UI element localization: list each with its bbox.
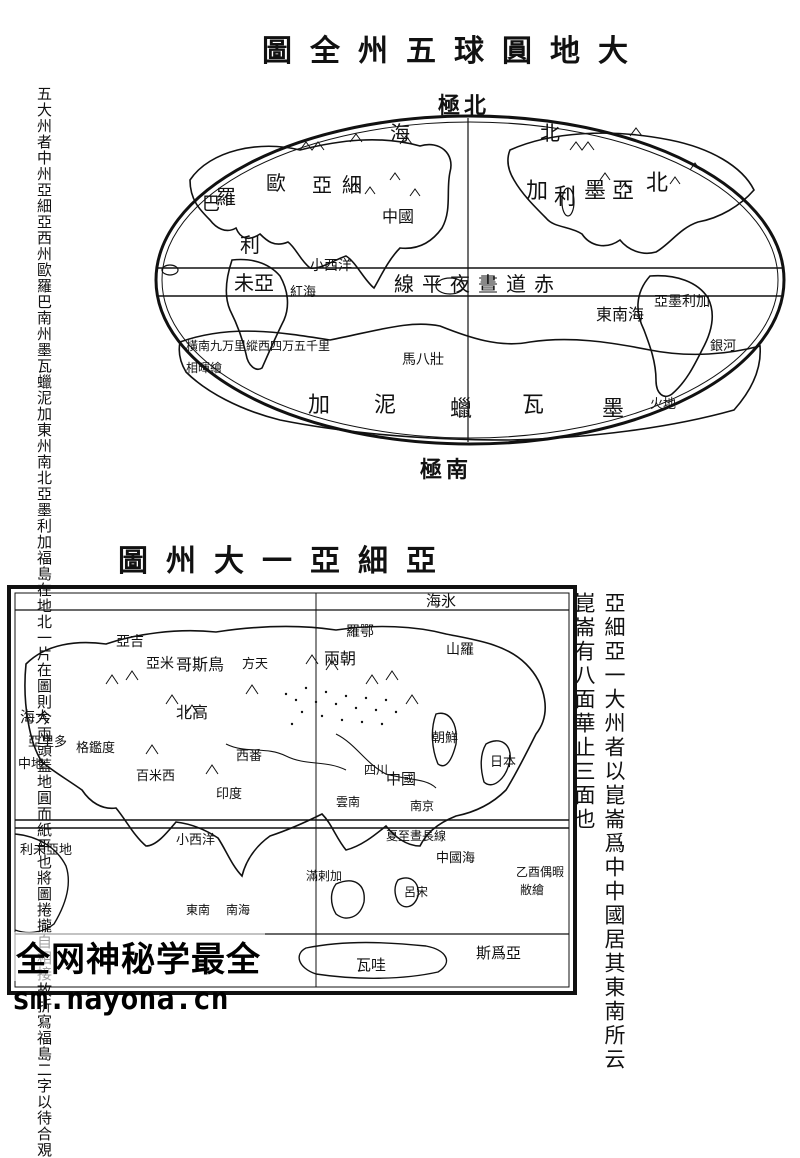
label-si-mo-ya: 斯爲亞 (476, 944, 521, 962)
africa-landmass (225, 258, 289, 370)
world-map-oval-outer (154, 114, 786, 446)
label-ya-li-duo: 亞里多 (28, 734, 67, 750)
label-xiao-xi-yang: 小西洋 (310, 258, 352, 274)
label-ya-xi: 亞細 (312, 173, 372, 197)
world-map: 海 北 亞細 歐 羅 巴 加 利 墨亞 北 中國 利 未亞 小西洋 橫南九万里縱… (154, 114, 786, 446)
world-map-title: 圖全州五球圓地大 (262, 34, 646, 69)
label-lv-song: 呂宋 (404, 884, 428, 899)
label-ya-ji: 亞吉 (116, 634, 144, 650)
label-bing-hai: 海氷 (426, 592, 456, 610)
label-luo: 羅 (216, 185, 236, 209)
asia-map-note-line1: 亞細亞一大州者以崑崙爲中中國居其東南所云 (602, 592, 626, 1072)
watermark-url: sm.nayona.cn (12, 982, 229, 1017)
label-north-char: 北 (540, 121, 560, 145)
label-north-char2: 北 (646, 171, 668, 196)
label-liang-chao: 兩朝 (324, 649, 356, 668)
label-e-luo: 羅鄂 (346, 624, 374, 640)
label-bei-gao: 北高 (176, 703, 208, 722)
label-ge-si-wu: 哥斯鳥 (176, 655, 224, 674)
label-yun-nan: 雲南 (336, 794, 360, 809)
desert-stipple (284, 686, 398, 726)
asia-coastline (24, 625, 546, 878)
label-li-wei-ya-di: 利未亞地 (20, 843, 72, 858)
south-america-landmass (637, 274, 714, 398)
label-yi-you: 乙酉偶暇 (516, 865, 564, 879)
watermark-title: 全网神秘学最全 (12, 932, 265, 981)
label-ri-ben: 日本 (490, 755, 516, 770)
eurasia-landmass (189, 138, 452, 290)
southern-continent-landmass (178, 323, 761, 441)
label-nan-hai: 南海 (226, 902, 250, 917)
label-da-hai: 海大 (20, 708, 50, 726)
asia-map: 海氷 羅鄂 亞吉 亞米 哥斯鳥 海大 北高 亞里多 中地 格鑑度 百米西 方天 … (7, 585, 577, 995)
label-dong-nan-hai: 東南海 (596, 305, 644, 324)
label-wa-na: 瓦哇 (356, 956, 386, 974)
label-huo-di: 火地 (650, 397, 676, 412)
label-si-chuan: 四川 (364, 763, 388, 777)
label-jia-s: 加 (308, 393, 330, 418)
north-america-landmass (507, 132, 755, 255)
label-ya-mo-li-jia: 亞墨利加 (654, 294, 710, 310)
label-li2: 利 (240, 233, 260, 257)
label-ni: 泥 (374, 393, 396, 418)
world-map-note: 五大州者中州亞細亞西州歐羅巴南州墨瓦蠟泥加東州南北亞墨利加福島在地北一片在圖則今… (35, 86, 53, 1158)
label-ya-mi: 亞米 (146, 656, 174, 672)
japan-islands (480, 740, 511, 786)
label-wa: 瓦 (522, 393, 544, 418)
world-map-oval-inner (161, 121, 779, 439)
label-la: 蠟 (450, 397, 472, 422)
label-xiang-hui: 相暉繪 (186, 360, 222, 375)
label-zhong-guo: 中國 (382, 207, 414, 226)
label-zhong-guo: 中國 (386, 770, 416, 788)
label-yin-du: 印度 (216, 786, 242, 802)
korea-peninsula (431, 712, 457, 767)
label-nan-jing: 南京 (410, 798, 434, 813)
asia-map-title: 圖州大一亞細亞 (118, 544, 454, 579)
label-sea-north: 海 (390, 121, 410, 145)
label-ma-zhuang: 馬八壯 (402, 352, 444, 368)
label-xia-zhi-line: 夏至晝長線 (386, 828, 446, 843)
label-mo-ya: 墨亞 (584, 179, 640, 204)
label-chao-xian: 朝鮮 (432, 731, 458, 746)
label-dong-nan: 東南 (186, 902, 210, 917)
label-luo-shan: 山羅 (446, 642, 474, 658)
label-zhong-guo-hai: 中國海 (436, 851, 475, 866)
label-xi-fan: 西番 (236, 749, 262, 764)
label-mo-s: 墨 (602, 397, 624, 422)
label-ou: 歐 (266, 171, 286, 195)
label-jia: 加 (526, 179, 548, 204)
label-yin-he: 銀河 (710, 339, 736, 354)
label-ba: 巴 (202, 194, 220, 215)
label-xiang-hui: 敝繪 (520, 882, 544, 897)
label-measure: 橫南九万里縱西四万五千里 (186, 338, 330, 353)
label-zhong-di: 中地 (18, 757, 44, 772)
label-tian-fang: 方天 (242, 656, 268, 672)
label-ge-xue-dong: 格鑑度 (76, 740, 115, 756)
label-li: 利 (554, 185, 576, 210)
label-hong-hai: 紅海 (290, 285, 316, 300)
south-pole-label: 極南 (420, 457, 473, 483)
label-equator: 線平夜晝道赤 (394, 272, 562, 296)
label-xiao-xi-yang: 小西洋 (176, 833, 215, 848)
label-man-la-jia: 滿剌加 (306, 869, 342, 883)
label-xi-mi-bai: 百米西 (136, 769, 175, 784)
label-wei-ya: 未亞 (234, 271, 274, 295)
asia-map-frame (7, 585, 577, 995)
